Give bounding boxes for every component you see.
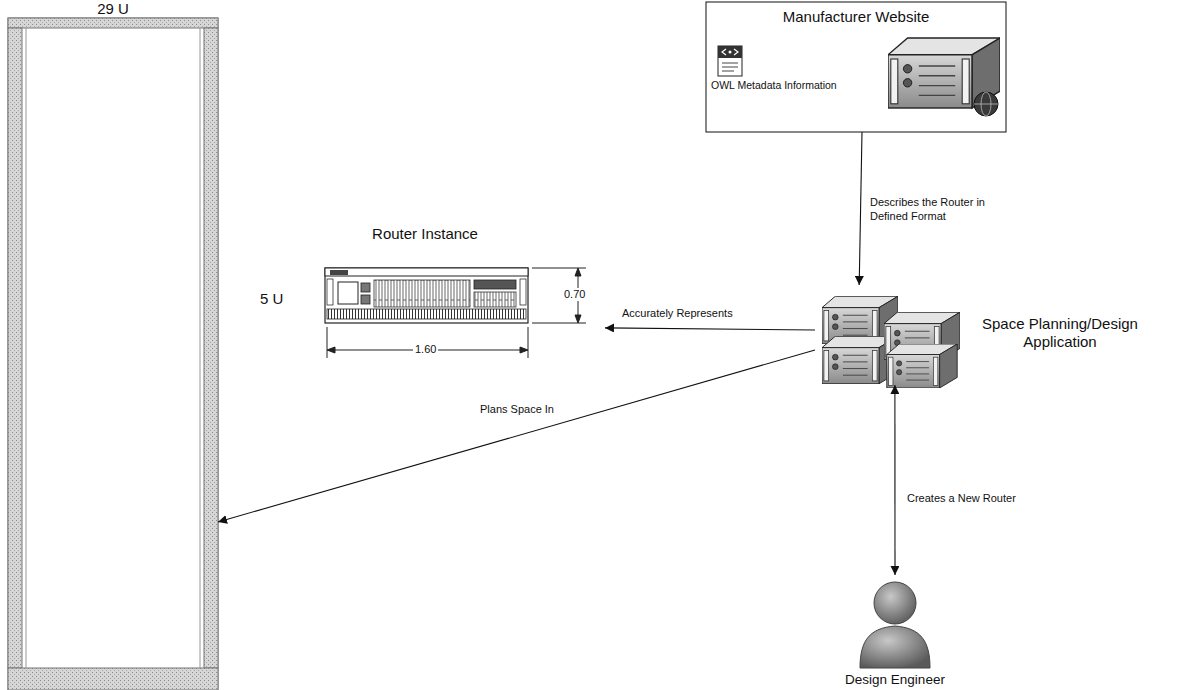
manufacturer-icons-part [706,2,1006,132]
unit-height: 5 U [258,290,285,308]
connector-label: Plans Space In [478,403,556,417]
dimension-value: 1.60 [413,343,438,356]
rack-frame-part [26,28,27,668]
router-drawing-part [474,292,516,307]
rack-frame-part [8,18,218,28]
rack: 29 U [8,18,218,690]
connector-arrow [859,132,862,285]
router-drawing [325,268,528,323]
router-drawing-part [338,282,358,304]
rack-frame-part [8,668,218,690]
router-drawing-part [325,268,528,276]
dimension-value: 0.70 [562,288,587,301]
router-drawing-part [330,270,348,275]
node-title: 29 U [8,0,218,18]
node-caption: OWL Metadata Information [711,79,881,92]
manufacturer-icons-part [974,92,998,116]
connector-arrow [894,385,895,575]
application-servers [822,296,960,388]
node-title: Router Instance [320,225,530,243]
manufacturer-icons-part [722,67,738,68]
person-icon-part [874,582,916,624]
website-box: Manufacturer WebsiteOWL Metadata Informa… [706,2,1006,132]
manufacturer-icons-part [718,46,742,58]
manufacturer-icons-part [722,49,738,55]
dimension-lines-part [327,327,328,358]
dimension-lines-part [327,347,335,353]
dimension-lines-part [575,315,581,323]
router-drawing-part [361,283,370,292]
manufacturer-icons [706,2,1006,132]
dimension-lines [327,268,586,358]
router-drawing-part [520,279,526,305]
manufacturer-icons-part [729,51,732,54]
design-application: Space Planning/Design Application [815,285,1155,385]
manufacturer-icons-part [722,71,734,72]
connector-arrow [218,350,815,522]
router-drawing-part [374,280,470,307]
node-title: Space Planning/Design Application [967,315,1153,351]
router-instance: Router Instance [320,225,605,330]
node-title: Design Engineer [835,672,955,688]
manufacturer-icons-part [718,46,742,76]
rack-frame-part [8,18,218,690]
dimension-lines-part [528,327,529,358]
router-drawing-part [327,309,526,319]
connector-label: Describes the Router in Defined Format [868,196,992,224]
rack-frame-part [204,28,218,668]
manufacturer-icons-part [722,63,738,64]
rack-frame-part [200,28,201,668]
router-drawing-part [325,268,528,323]
node-title: Manufacturer Website [706,8,1006,26]
person-icon-part [860,626,930,668]
rack-frame [8,18,218,690]
connector-label: Creates a New Router [905,492,1018,506]
router-drawing-part [361,295,370,304]
design-engineer: Design Engineer [835,575,955,690]
rack-frame-part [8,28,22,668]
application-servers-part [887,344,957,388]
router-drawing-part [327,279,333,305]
manufacturer-icons-part [974,104,998,105]
dimension-lines-part [520,347,528,353]
person-icon [860,582,930,668]
dimension-lines-part [575,268,581,276]
router-drawing-part [474,280,516,289]
connector-label: Accurately Represents [620,307,735,321]
connector-arrow [605,328,815,330]
